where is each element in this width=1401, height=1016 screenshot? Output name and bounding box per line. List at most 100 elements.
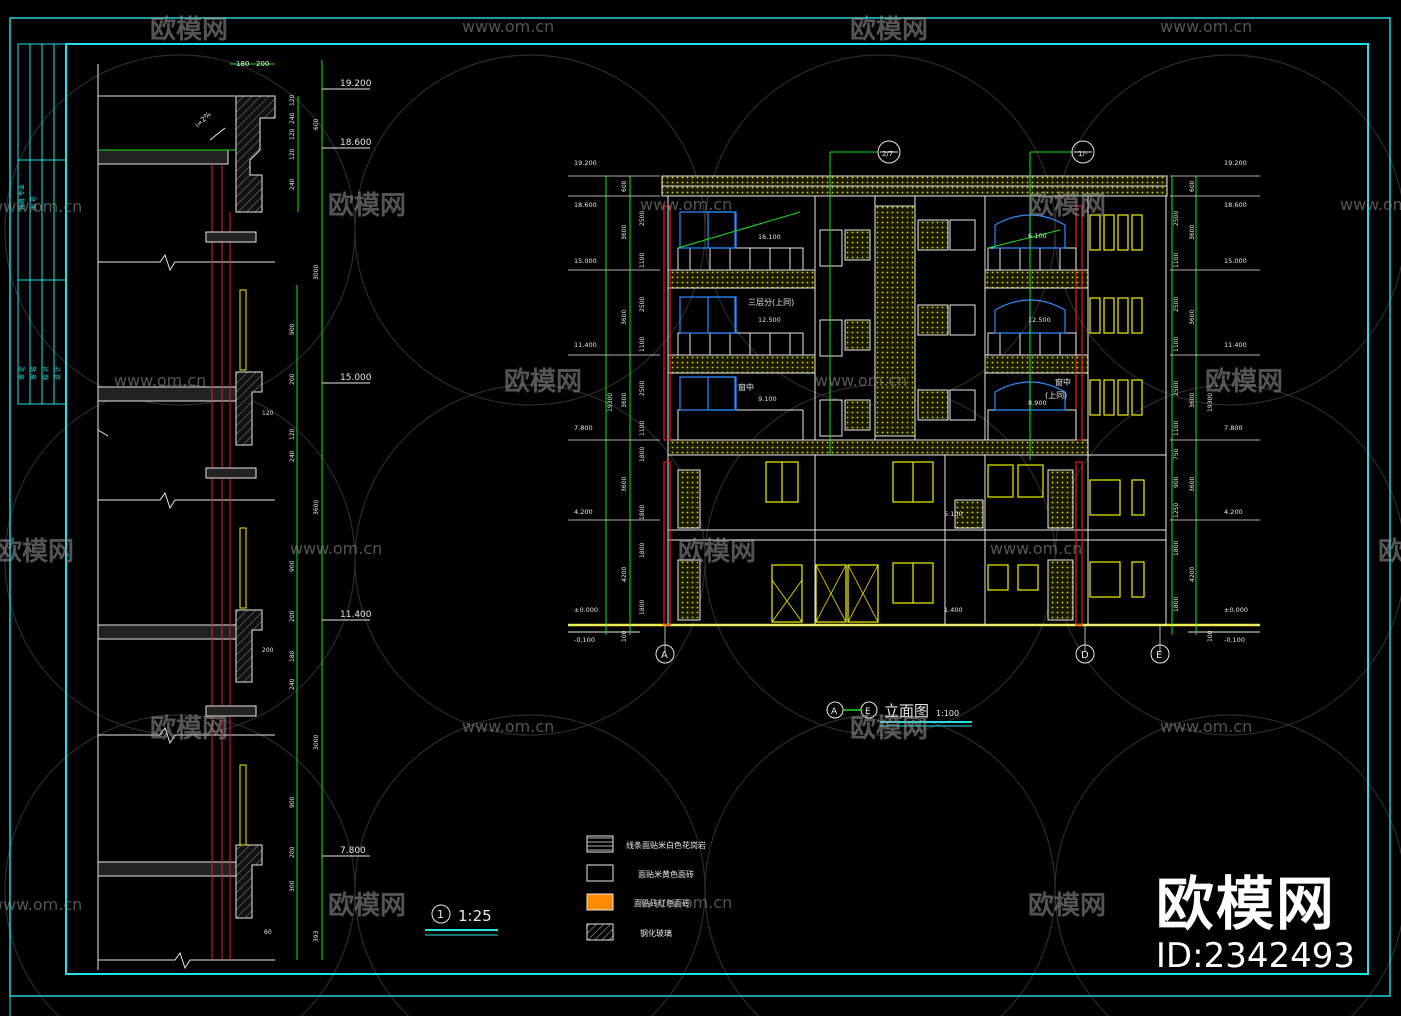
left-dim: 3600 — [621, 310, 628, 325]
left-dim: 100 — [621, 630, 628, 642]
dim-label: 300 — [289, 880, 296, 892]
legend-swatch-plain — [586, 864, 614, 882]
dim-label: 240 — [289, 450, 296, 462]
dim-label: 240 — [289, 678, 296, 690]
title-strip-label: 审 核 — [30, 366, 38, 380]
elevation-label: 18.600 — [340, 138, 372, 148]
watermark-domain: www.om.cn — [1160, 17, 1252, 36]
elevation-label: 7.800 — [340, 846, 366, 856]
watermark-domain: www.om.cn — [462, 717, 554, 736]
left-dim: 1100 — [639, 253, 646, 268]
watermark-brand: 欧模网 — [150, 713, 228, 744]
dim-top-label: 180 — [236, 60, 249, 68]
watermark-brand: 欧模网 — [504, 366, 582, 397]
drawing-frame — [9, 17, 1391, 1016]
dim-label: 900 — [289, 796, 296, 808]
elevation-title-text: 立面图 — [884, 702, 929, 720]
left-dim: 3600 — [621, 393, 628, 408]
left-level: 15.000 — [574, 257, 597, 265]
inner-level: 12.500 — [1028, 316, 1051, 324]
legend-label: 线条面贴米白色花岗岩 — [626, 840, 706, 850]
title-strip-label: 图 号 — [31, 196, 38, 210]
dim-label: 393 — [313, 930, 320, 942]
watermark-domain: www.om.cn — [815, 371, 907, 390]
dim-label: 3600 — [313, 500, 320, 515]
inner-level: 1.400 — [944, 606, 963, 614]
right-dim: 2500 — [1173, 211, 1180, 226]
right-dim: 2500 — [1173, 297, 1180, 312]
right-dim: 4200 — [1189, 567, 1196, 582]
watermark-brand: 欧模网 — [1028, 890, 1106, 921]
right-dim: 1100 — [1173, 253, 1180, 268]
axis-bottom-label: A — [661, 650, 668, 661]
dim-label: 120 — [289, 128, 296, 140]
watermark-domain: www.om.cn — [990, 539, 1082, 558]
title-strip-label: 建筑 专业 — [18, 184, 26, 210]
detail-number: 1 — [437, 908, 444, 921]
watermark-brand: 欧模网 — [0, 536, 74, 567]
watermarks: 欧模网 www.om.cn 欧模网 www.om.cn www.om.cn 欧模… — [0, 14, 1401, 921]
right-dim: 3600 — [1189, 225, 1196, 240]
right-dim: 1100 — [1173, 337, 1180, 352]
watermark-domain: www.om.cn — [0, 197, 82, 216]
legend-label: 面贴米黄色面砖 — [638, 869, 694, 879]
left-level: 18.600 — [574, 201, 597, 209]
title-strip-label: 校 对 — [42, 366, 50, 380]
left-level: 19.200 — [574, 159, 597, 167]
dim-label: 200 — [289, 373, 296, 385]
watermark-domain: www.om.cn — [1160, 717, 1252, 736]
right-dim: 1250 — [1173, 503, 1180, 518]
watermark-brand: 欧模网 — [328, 890, 406, 921]
right-dim: 1800 — [1173, 541, 1180, 556]
watermark-brand: 欧模网 — [1205, 366, 1283, 397]
legend-swatch-orange — [586, 893, 614, 911]
elevation-note: 窗中 — [1055, 377, 1071, 387]
watermark-brand: 欧模网 — [1378, 536, 1401, 567]
dim-label: 3000 — [313, 735, 320, 750]
left-dim: 2500 — [639, 211, 646, 226]
right-dim: 3600 — [1189, 310, 1196, 325]
right-dim: 2500 — [1173, 381, 1180, 396]
watermark-domain: www.om.cn — [0, 895, 82, 914]
dim-label: 600 — [313, 118, 320, 130]
dim-label: 200 — [289, 846, 296, 858]
right-dim: 1800 — [1173, 597, 1180, 612]
title-strip-labels: 审 定 审 核 校 对 设 计 建筑 专业 图 号 — [18, 184, 62, 380]
legend-label: 钢化玻璃 — [640, 928, 672, 938]
right-dim: 100 — [1207, 630, 1214, 642]
dim-label: 120 — [289, 428, 296, 440]
elevation-label: 15.000 — [340, 373, 372, 383]
dim-label: 200 — [289, 610, 296, 622]
left-dim: 1800 — [639, 543, 646, 558]
elevation-label: 19.200 — [340, 79, 372, 89]
watermark-domain: www.om.cn — [290, 539, 382, 558]
watermark-domain: www.om.cn — [462, 17, 554, 36]
elevation-note: 窗中 — [738, 382, 754, 392]
dim-label: 120 — [262, 410, 274, 417]
inner-level: 12.500 — [758, 316, 781, 324]
elevation-note: (上同) — [1045, 391, 1067, 400]
right-dim: 600 — [1189, 180, 1196, 192]
right-level: 19.200 — [1224, 159, 1247, 167]
right-dim: 1100 — [1173, 421, 1180, 436]
dim-top-label: 200 — [256, 60, 269, 68]
elevation-title: A E 立面图 1:100 — [826, 701, 972, 727]
dim-label: 120 — [289, 148, 296, 160]
watermark-domain: www.om.cn — [1340, 195, 1401, 214]
slope-note: i=2% — [194, 110, 213, 129]
left-dim: 4200 — [621, 567, 628, 582]
right-dim: 900 — [1173, 476, 1180, 488]
right-dim: 3600 — [1189, 477, 1196, 492]
dim-label: 60 — [264, 929, 272, 936]
dim-label: 3000 — [313, 265, 320, 280]
right-dim: 750 — [1173, 448, 1180, 460]
axis-bottom-label: E — [1156, 650, 1162, 661]
legend-swatch-diagonal — [586, 923, 614, 941]
left-dim: 3600 — [621, 225, 628, 240]
right-level: 18.600 — [1224, 201, 1247, 209]
dim-label: 900 — [289, 323, 296, 335]
inner-level: 16.100 — [758, 233, 781, 241]
title-axis-e: E — [865, 707, 871, 717]
title-strip — [17, 43, 67, 405]
left-dim: 19300 — [607, 393, 614, 412]
